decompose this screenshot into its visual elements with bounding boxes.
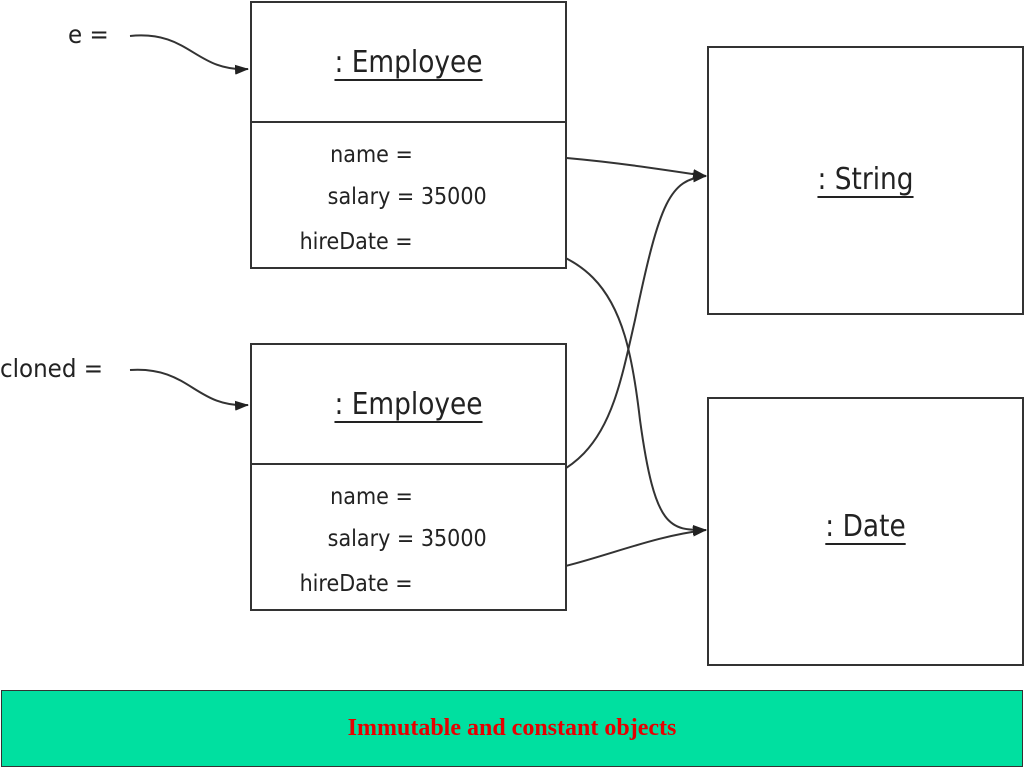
date-object: : Date: [707, 397, 1024, 666]
employee-e-hiredate-field: hireDate =: [299, 229, 413, 255]
employee-object-cloned-divider: [252, 463, 565, 465]
string-object-title: : String: [817, 162, 914, 197]
employee-object-cloned: : Employee name = salary = 35000 hireDat…: [250, 343, 567, 611]
employee-e-salary-field: salary = 35000: [327, 184, 487, 210]
employee-e-name-field: name =: [330, 142, 413, 168]
date-object-title: : Date: [825, 509, 906, 544]
arrow-e-to-employee: [129, 34, 249, 75]
employee-object-e-title: : Employee: [334, 45, 483, 80]
employee-object-cloned-title: : Employee: [334, 387, 483, 422]
arrow-cloned-to-employee: [129, 368, 249, 411]
string-object: : String: [707, 46, 1024, 315]
employee-object-e: : Employee name = salary = 35000 hireDat…: [250, 1, 567, 269]
object-reference-diagram: e = cloned = : Employee name = salary = …: [0, 1, 1024, 666]
employee-cloned-hiredate-field: hireDate =: [299, 571, 413, 597]
variable-e-label: e =: [68, 20, 109, 49]
caption-text: Immutable and constant objects: [347, 715, 677, 741]
caption-banner: Immutable and constant objects: [1, 690, 1023, 767]
employee-object-e-divider: [252, 121, 565, 123]
employee-cloned-salary-field: salary = 35000: [327, 526, 487, 552]
variable-cloned-label: cloned =: [0, 354, 104, 383]
employee-cloned-name-field: name =: [330, 484, 413, 510]
